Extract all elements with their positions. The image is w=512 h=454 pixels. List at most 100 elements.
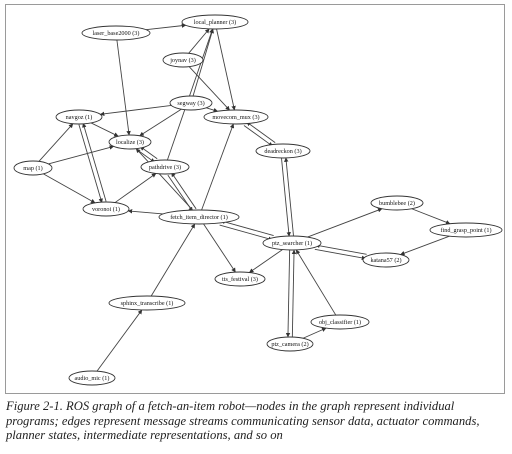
edge-pathdrive-to-localize <box>139 146 158 160</box>
edge-fetch_item_director-to-ptz_searcher <box>219 224 273 241</box>
edge-navgoz-to-voronoi <box>78 124 103 204</box>
node-label: fetch_item_director (1) <box>170 214 228 221</box>
node-ellipse <box>140 159 190 175</box>
node-ellipse <box>13 160 53 176</box>
edge-ptz_searcher-to-bumblebee <box>307 208 383 238</box>
node-label: obj_classifier (1) <box>319 319 361 326</box>
edge-localize-to-pathdrive <box>137 149 156 163</box>
node-pathdrive: pathdrive (3) <box>140 159 190 175</box>
node-ellipse <box>158 209 240 225</box>
node-label: segway (3) <box>177 100 204 107</box>
node-label: tts_festival (3) <box>222 276 258 283</box>
node-label: deadreckon (3) <box>264 148 301 155</box>
node-ellipse <box>362 252 410 268</box>
node-audio-mic: audio_mic (1) <box>68 370 116 386</box>
node-label: joynav (3) <box>169 57 196 64</box>
node-label: localize (3) <box>116 139 144 146</box>
node-label: movecom_mux (3) <box>212 114 259 121</box>
node-ellipse <box>68 370 116 386</box>
node-tts-festival: tts_festival (3) <box>214 271 266 287</box>
edge-laser_base-to-local_planner <box>145 23 187 31</box>
edge-fetch_item_director-to-pathdrive <box>171 172 197 210</box>
ros-graph: laser_base2000 (3) local_planner (3) joyna… <box>13 14 503 386</box>
node-find-grasp-point: find_grasp_point (1) <box>429 222 503 238</box>
node-ellipse <box>181 14 249 30</box>
edge-segway-to-local_planner <box>192 28 214 97</box>
node-fetch-item-director: fetch_item_director (1) <box>158 209 240 225</box>
node-label: pathdrive (3) <box>149 164 181 171</box>
edge-joynav-to-movecom_mux <box>188 66 230 111</box>
edge-katana57-to-ptz_searcher <box>315 243 367 255</box>
edge-navgoz-to-localize <box>90 122 119 137</box>
node-label: ptz_camera (2) <box>271 341 308 348</box>
node-label: map (1) <box>23 165 42 172</box>
edge-ptz_searcher-to-katana57 <box>314 248 367 261</box>
node-ellipse <box>370 195 424 211</box>
node-ellipse <box>108 134 152 150</box>
node-ellipse <box>255 143 311 159</box>
node-ellipse <box>169 95 213 111</box>
node-ellipse <box>82 201 130 217</box>
edge-fetch_item_director-to-localize <box>135 148 193 211</box>
node-label: find_grasp_point (1) <box>440 227 491 234</box>
edge-deadreckon-to-ptz_searcher <box>281 158 291 237</box>
edge-ptz_searcher-to-tts_festival <box>249 249 283 273</box>
node-sphinx-transcribe: sphinx_transcribe (1) <box>108 295 186 311</box>
node-label: local_planner (3) <box>194 19 236 26</box>
node-map: map (1) <box>13 160 53 176</box>
node-label: ptz_searcher (1) <box>272 240 312 247</box>
node-ellipse <box>55 109 103 125</box>
node-label: navgoz (1) <box>66 114 93 121</box>
node-ellipse <box>310 314 370 330</box>
node-katana57: katana57 (2) <box>362 252 410 268</box>
edge-ptz_searcher-to-deadreckon <box>284 157 294 236</box>
node-joynav: joynav (3) <box>162 52 204 68</box>
node-laser-base: laser_base2000 (3) <box>81 25 151 41</box>
edge-segway-to-navgoz <box>99 105 172 117</box>
node-label: laser_base2000 (3) <box>93 30 140 37</box>
edge-voronoi-to-pathdrive <box>114 173 157 203</box>
node-ellipse <box>108 295 186 311</box>
node-deadreckon: deadreckon (3) <box>255 143 311 159</box>
node-label: katana57 (2) <box>370 257 401 264</box>
figure-caption: Figure 2-1. ROS graph of a fetch-an-item… <box>6 399 480 443</box>
figure-frame: laser_base2000 (3) local_planner (3) joyna… <box>5 4 505 394</box>
node-movecom-mux: movecom_mux (3) <box>203 109 269 125</box>
node-segway: segway (3) <box>169 95 213 111</box>
edge-movecom_mux-to-deadreckon <box>243 125 273 147</box>
edge-find_grasp_point-to-katana57 <box>400 235 450 256</box>
node-label: sphinx_transcribe (1) <box>121 300 174 307</box>
edge-sphinx_transcribe-to-fetch_item_director <box>150 223 196 297</box>
node-ellipse <box>429 222 503 238</box>
edge-ptz_camera-to-obj_classifier <box>302 327 327 339</box>
edge-deadreckon-to-movecom_mux <box>246 121 276 143</box>
edge-pathdrive-to-local_planner <box>166 28 214 161</box>
node-ellipse <box>81 25 151 41</box>
edge-fetch_item_director-to-movecom_mux <box>201 123 235 211</box>
node-label: bumblebee (2) <box>379 200 415 207</box>
node-label: audio_mic (1) <box>75 375 110 382</box>
node-ellipse <box>262 235 322 251</box>
edge-bumblebee-to-find_grasp_point <box>411 208 451 225</box>
node-localize: localize (3) <box>108 134 152 150</box>
edge-obj_classifier-to-ptz_searcher <box>295 249 337 316</box>
node-obj-classifier: obj_classifier (1) <box>310 314 370 330</box>
node-ptz-camera: ptz_camera (2) <box>266 336 314 352</box>
edge-map-to-navgoz <box>38 123 74 162</box>
node-ellipse <box>214 271 266 287</box>
edge-segway-to-localize <box>139 108 182 137</box>
edge-map-to-voronoi <box>43 173 96 204</box>
node-label: voronoi (1) <box>92 206 120 213</box>
edge-audio_mic-to-sphinx_transcribe <box>96 309 143 372</box>
edge-local_planner-to-movecom_mux <box>216 28 236 111</box>
edge-joynav-to-local_planner <box>188 28 210 54</box>
node-ellipse <box>203 109 269 125</box>
edge-segway-to-movecom_mux <box>206 107 219 113</box>
node-bumblebee: bumblebee (2) <box>370 195 424 211</box>
node-ptz-searcher: ptz_searcher (1) <box>262 235 322 251</box>
node-ellipse <box>162 52 204 68</box>
edge-map-to-localize <box>48 145 115 165</box>
edge-voronoi-to-navgoz <box>82 122 107 202</box>
node-local-planner: local_planner (3) <box>181 14 249 30</box>
edge-fetch_item_director-to-tts_festival <box>203 223 236 273</box>
